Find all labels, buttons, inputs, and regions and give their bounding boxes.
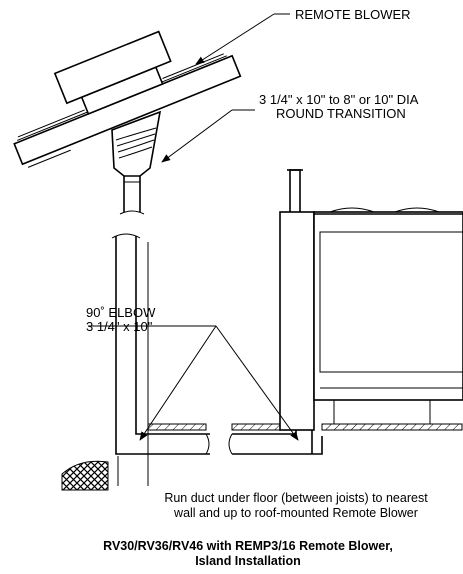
- label-elbow-line2: 3 1/4" x 10": [86, 319, 153, 334]
- round-transition: [111, 110, 162, 177]
- left-wall-duct: [111, 233, 210, 486]
- floor-section: [147, 423, 463, 455]
- label-elbow-line1: 90˚ ELBOW: [86, 305, 156, 320]
- figure-title-line2: Island Installation: [195, 554, 301, 568]
- ground-soil: [61, 460, 109, 491]
- figure-title-line1: RV30/RV36/RV46 with REMP3/16 Remote Blow…: [103, 539, 393, 553]
- range-cooktop: [279, 169, 463, 431]
- label-transition-line1: 3 1/4" x 10" to 8" or 10" DIA: [259, 92, 419, 107]
- label-remote-blower: REMOTE BLOWER: [295, 7, 411, 22]
- vertical-duct-upper: [119, 176, 145, 215]
- roof-shingles: [17, 53, 227, 168]
- remote-blower-housing: [53, 30, 172, 105]
- caption-line1: Run duct under floor (between joists) to…: [164, 491, 428, 505]
- callout-lines: [88, 13, 299, 441]
- caption-line2: wall and up to roof-mounted Remote Blowe…: [173, 506, 418, 520]
- label-transition-line2: ROUND TRANSITION: [276, 106, 406, 121]
- roof-and-blower: [13, 30, 242, 168]
